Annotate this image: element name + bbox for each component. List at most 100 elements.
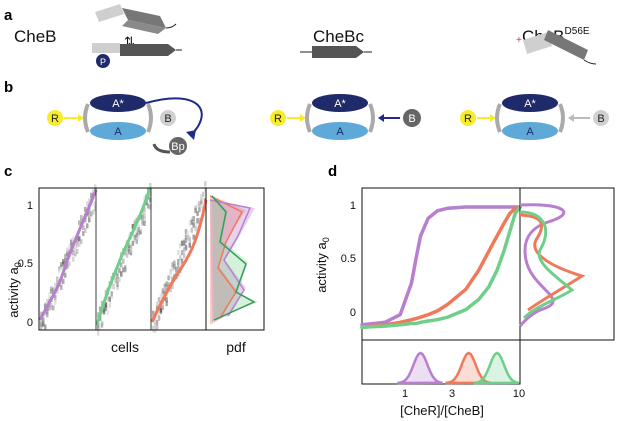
heatmap-cell [127, 243, 131, 248]
heatmap-cell [112, 284, 115, 290]
heatmap-cell [90, 192, 93, 198]
heatmap-cell [129, 247, 133, 253]
heatmap-cell [104, 290, 108, 295]
heatmap-cell [80, 219, 83, 224]
heatmap-cell [177, 249, 180, 255]
heatmap-cell [48, 292, 51, 298]
heatmap-cell [184, 229, 188, 235]
heatmap-cell [106, 307, 109, 313]
heatmap-cell [52, 287, 55, 293]
heatmap-cell [149, 197, 152, 203]
heatmap-cell [42, 318, 45, 324]
c-ytick-0: 0 [27, 317, 33, 329]
cheb-title: CheB [14, 27, 57, 46]
heatmap-cell [196, 224, 199, 230]
heatmap-cell [78, 236, 81, 242]
heatmap-cell [175, 266, 178, 272]
heatmap-cell [108, 302, 111, 308]
heatmap-cell [106, 296, 109, 302]
d-xlabel: [CheR]/[CheB] [400, 403, 484, 418]
heatmap-cell [82, 225, 85, 230]
heatmap-cell [137, 227, 140, 232]
r-node [460, 110, 476, 126]
heatmap-cell [139, 226, 142, 232]
heatmap-cell [116, 281, 119, 287]
heatmap-cell [149, 183, 152, 188]
heatmap-cell [169, 268, 172, 274]
a-node [312, 122, 368, 140]
heatmap-cell [116, 277, 119, 283]
heatmap-cell [88, 217, 91, 223]
panel-b-label: b [4, 79, 13, 96]
svg-text:R: R [464, 113, 472, 125]
heatmap-cell [190, 219, 193, 225]
heatmap-cell [204, 187, 207, 193]
phospho-badge [96, 54, 110, 68]
heatmap-cell [196, 211, 199, 217]
heatmap-cell [194, 205, 197, 211]
heatmap-cell [84, 228, 87, 233]
heatmap-cell [40, 311, 43, 316]
module-mutant: R A* A B [460, 94, 609, 140]
heatmap-cell [125, 252, 129, 258]
heatmap-cell [108, 296, 111, 302]
heatmap-cell [192, 234, 195, 240]
heatmap-cell [129, 244, 133, 250]
heatmap-cell [141, 214, 144, 220]
heatmap-cell [64, 253, 67, 259]
heatmap-cell [171, 266, 174, 272]
heatmap-cell [192, 215, 195, 221]
d-xtick-3: 3 [449, 388, 455, 400]
heatmap-cell [52, 305, 55, 311]
svg-text:R: R [274, 113, 282, 125]
svg-text:B: B [408, 113, 415, 125]
heatmap-cell [125, 246, 129, 252]
heatmap-cell [143, 207, 146, 213]
heatmap-cell [179, 261, 182, 267]
module-cheb: R A* A B Bp [47, 94, 203, 155]
astar-node [312, 94, 368, 112]
heatmap-cell [76, 240, 79, 246]
heatmap-cell [62, 278, 65, 284]
heatmap-cell [188, 236, 191, 242]
heatmap-cell [58, 268, 61, 274]
c-ytick-05: 0.5 [18, 258, 33, 270]
heatmap-cell [177, 263, 180, 269]
heatmap-cell [110, 283, 113, 289]
heatmap-cell [46, 312, 49, 318]
d-xtick-1: 1 [402, 388, 408, 400]
heatmap-cell [200, 194, 203, 200]
heatmap-cell [131, 240, 135, 246]
heatmap-cell [196, 202, 199, 208]
astar-node [502, 94, 558, 112]
svg-text:Bp: Bp [171, 141, 184, 153]
panel-d-ylabel: activity a0 [314, 237, 331, 293]
heatmap-cell [98, 306, 102, 312]
heatmap-cell [131, 224, 135, 229]
heatmap-cell [186, 236, 190, 242]
heatmap-cell [184, 234, 188, 240]
side-pdf-mutant [518, 203, 566, 328]
heatmap-cell [122, 267, 125, 273]
heatmap-cell [159, 293, 163, 299]
r-node [270, 110, 286, 126]
heatmap-cell [135, 227, 138, 233]
cheb-structure-icon [95, 4, 177, 34]
heatmap-cell [94, 201, 97, 207]
heatmap-cell [86, 201, 89, 207]
heatmap-cell [202, 197, 205, 203]
heatmap-cell [70, 238, 73, 244]
cheb-phospho-structure-icon [92, 43, 182, 68]
heatmap-cell [204, 181, 207, 187]
heatmap-cell [74, 248, 77, 254]
heatmap-cell [94, 184, 97, 190]
a-node [502, 122, 558, 140]
heatmap-cell [46, 298, 49, 304]
heatmap-cell [97, 330, 100, 336]
feedback-arrow [145, 97, 203, 137]
heatmap-cell [147, 203, 150, 209]
heatmap-cell [163, 286, 166, 292]
heatmap-cell [64, 272, 67, 278]
svg-text:R: R [51, 113, 59, 125]
